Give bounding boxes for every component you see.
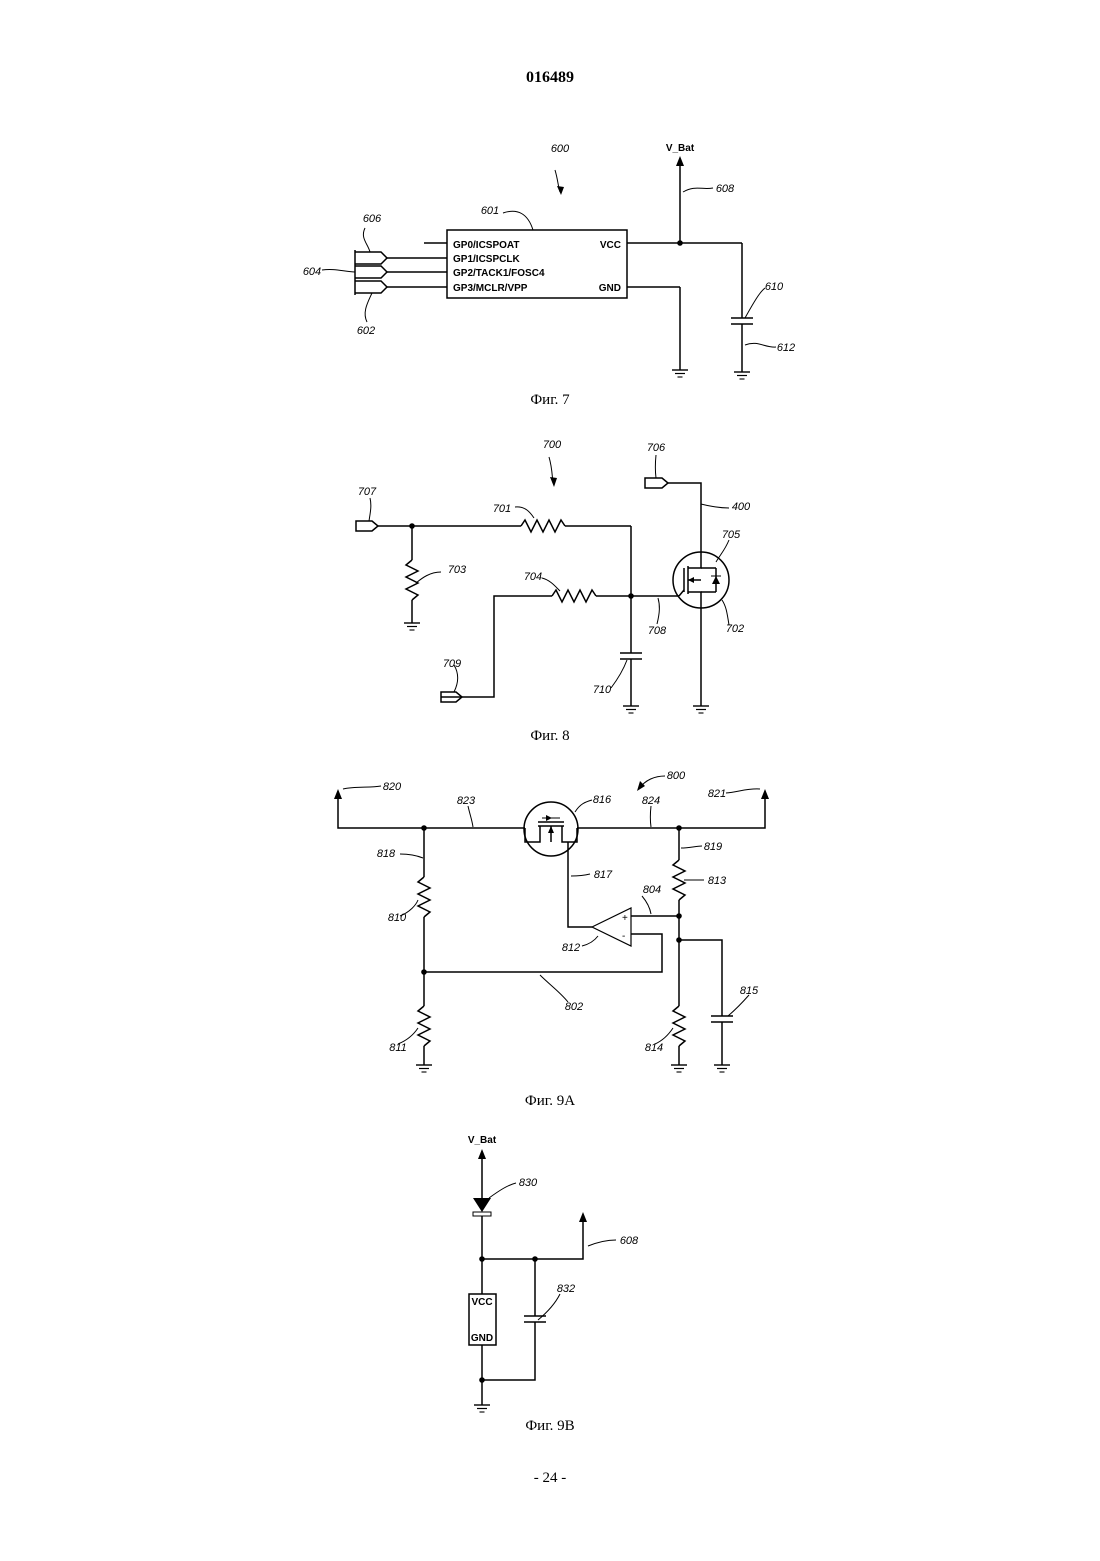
- document-number: 016489: [526, 69, 574, 86]
- ref-703: 703: [448, 564, 467, 576]
- figure-9a: + -: [334, 770, 769, 1109]
- page-number: - 24 -: [534, 1470, 567, 1486]
- ref-815: 815: [740, 985, 759, 997]
- ref-702: 702: [726, 623, 744, 635]
- ref-820: 820: [383, 781, 402, 793]
- ref-707: 707: [358, 486, 377, 498]
- ref-602: 602: [357, 325, 375, 337]
- ref-710: 710: [593, 684, 612, 696]
- figure-8: 700 701 707 703 704 706 400 705 702 708 …: [356, 439, 751, 744]
- pin-gp0: GP0/ICSPOAT: [453, 240, 520, 251]
- ref-604: 604: [303, 266, 321, 278]
- ref-819: 819: [704, 841, 722, 853]
- ref-608-fig9b: 608: [620, 1235, 639, 1247]
- vbat-label-fig9b: V_Bat: [468, 1135, 497, 1146]
- ref-823: 823: [457, 795, 476, 807]
- ref-700: 700: [543, 439, 562, 451]
- ref-708: 708: [648, 625, 667, 637]
- ref-821: 821: [708, 788, 726, 800]
- pin-gp3: GP3/MCLR/VPP: [453, 283, 528, 294]
- ref-824: 824: [642, 795, 660, 807]
- caption-fig9b: Фиг. 9В: [525, 1418, 574, 1434]
- vbat-label-fig7: V_Bat: [666, 143, 695, 154]
- ref-608: 608: [716, 183, 735, 195]
- pin-gp1: GP1/ICSPCLK: [453, 254, 520, 265]
- ref-811: 811: [389, 1042, 407, 1054]
- ref-600: 600: [551, 143, 570, 155]
- fig9b-pin-gnd: GND: [471, 1333, 493, 1344]
- ref-704: 704: [524, 571, 542, 583]
- ref-612: 612: [777, 342, 795, 354]
- ref-832: 832: [557, 1283, 575, 1295]
- ref-810: 810: [388, 912, 407, 924]
- ref-705: 705: [722, 529, 741, 541]
- ref-701: 701: [493, 503, 511, 515]
- fig9b-pin-vcc: VCC: [471, 1297, 492, 1308]
- opamp-minus: -: [622, 931, 625, 942]
- ref-606: 606: [363, 213, 382, 225]
- ref-814: 814: [645, 1042, 663, 1054]
- ref-706: 706: [647, 442, 666, 454]
- ref-818: 818: [377, 848, 396, 860]
- ref-804: 804: [643, 884, 661, 896]
- ref-802: 802: [565, 1001, 583, 1013]
- ref-830: 830: [519, 1177, 538, 1189]
- connector-604: [355, 250, 387, 295]
- caption-fig7: Фиг. 7: [530, 392, 570, 408]
- ref-812: 812: [562, 942, 580, 954]
- ref-813: 813: [708, 875, 727, 887]
- caption-fig8: Фиг. 8: [530, 728, 569, 744]
- pin-gp2: GP2/TACK1/FOSC4: [453, 268, 545, 279]
- pin-gnd: GND: [599, 283, 621, 294]
- ref-610: 610: [765, 281, 784, 293]
- figure-7: GP0/ICSPOAT GP1/ICSPCLK GP2/TACK1/FOSC4 …: [303, 143, 795, 408]
- pin-vcc: VCC: [600, 240, 621, 251]
- ref-817: 817: [594, 869, 613, 881]
- figure-9b: V_Bat VCC GND 830 608 832 Фиг. 9В: [468, 1135, 639, 1434]
- ref-400: 400: [732, 501, 751, 513]
- ref-816: 816: [593, 794, 612, 806]
- caption-fig9a: Фиг. 9А: [525, 1093, 575, 1109]
- opamp-plus: +: [622, 913, 628, 924]
- ref-800: 800: [667, 770, 686, 782]
- ref-709: 709: [443, 658, 461, 670]
- ref-601: 601: [481, 205, 499, 217]
